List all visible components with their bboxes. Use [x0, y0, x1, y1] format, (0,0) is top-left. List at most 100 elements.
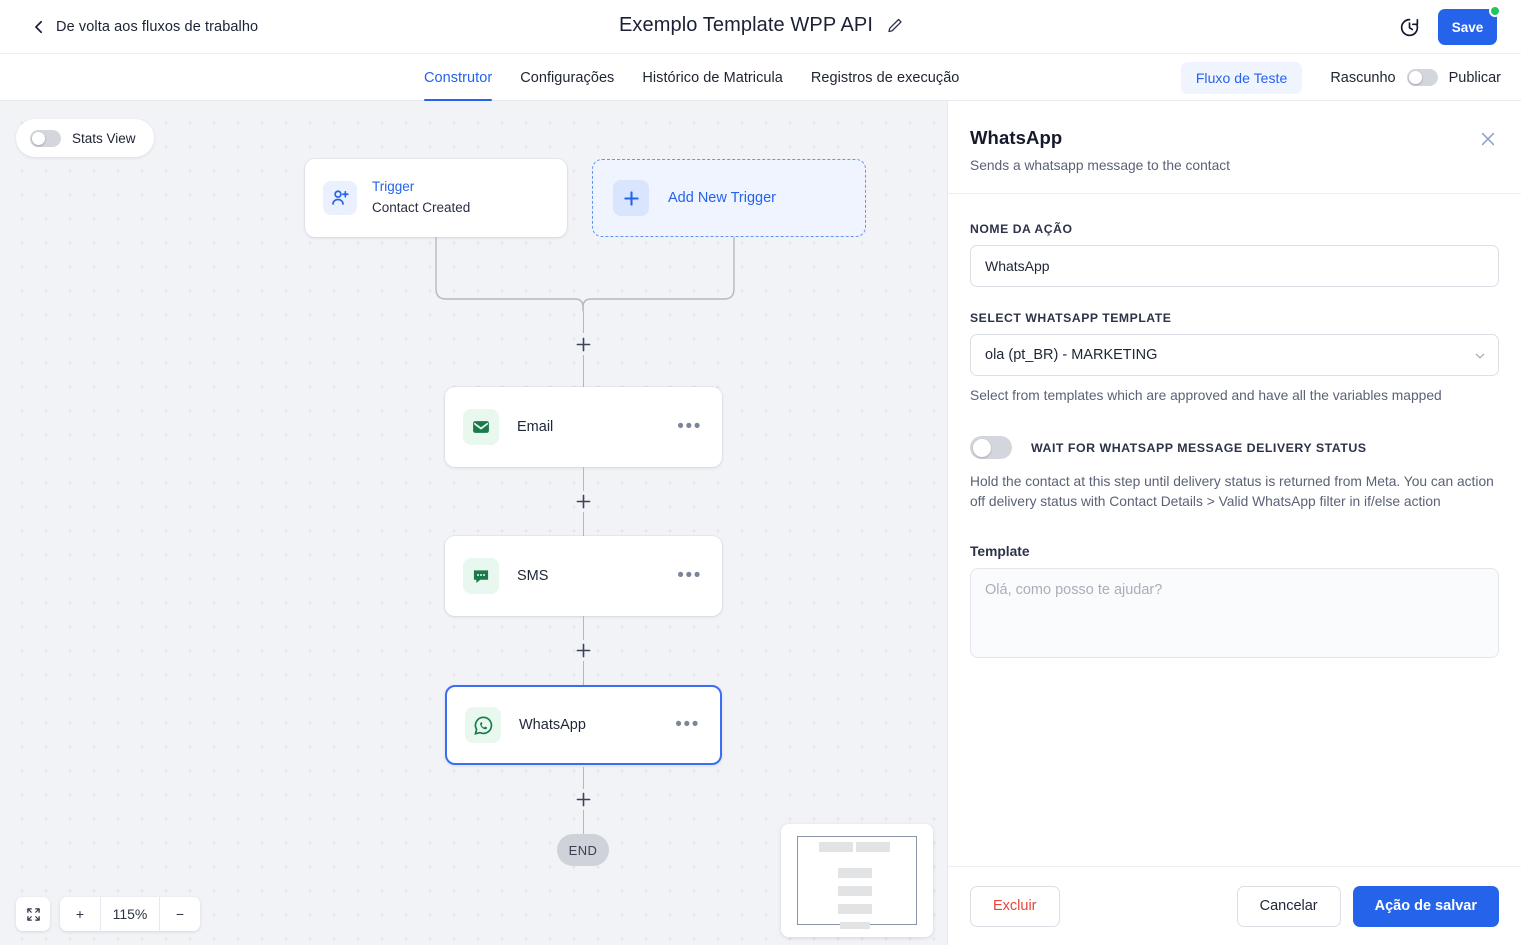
plus-glyph — [623, 190, 639, 206]
toggle-knob — [1408, 71, 1422, 84]
envelope-glyph — [473, 421, 489, 433]
save-action-button[interactable]: Ação de salvar — [1352, 885, 1499, 927]
document-title-group: Exemplo Template WPP API — [619, 14, 902, 37]
save-button[interactable]: Save — [1438, 9, 1497, 45]
trigger-node[interactable]: Trigger Contact Created — [305, 159, 567, 237]
zoom-controls: + 115% − — [16, 897, 200, 931]
delete-button[interactable]: Excluir — [970, 885, 1060, 927]
trigger-subtitle: Contact Created — [372, 200, 471, 215]
save-button-wrap: Save — [1438, 5, 1501, 45]
top-bar-actions: Save — [1399, 0, 1501, 54]
plus-icon — [576, 643, 590, 657]
panel-header: WhatsApp Sends a whatsapp message to the… — [948, 101, 1521, 194]
envelope-icon — [463, 409, 499, 445]
node-whatsapp[interactable]: WhatsApp ••• — [445, 685, 722, 765]
canvas-minimap[interactable] — [781, 824, 933, 937]
test-flow-button[interactable]: Fluxo de Teste — [1180, 61, 1303, 94]
publish-label: Publicar — [1448, 69, 1501, 86]
minimap-node — [856, 842, 890, 852]
end-node: END — [557, 834, 609, 866]
publish-toggle[interactable] — [1406, 69, 1438, 86]
stats-view-switch[interactable] — [30, 129, 61, 147]
close-icon[interactable] — [1479, 130, 1497, 148]
zoom-level-group: + 115% − — [60, 897, 200, 931]
pencil-icon[interactable] — [887, 18, 902, 33]
connector-line — [582, 311, 584, 333]
trigger-title: Trigger — [372, 179, 415, 195]
panel-subtitle: Sends a whatsapp message to the contact — [970, 158, 1231, 173]
node-whatsapp-menu-icon[interactable]: ••• — [675, 714, 700, 736]
panel-title: WhatsApp — [970, 127, 1063, 148]
connector-line — [582, 467, 584, 491]
node-email[interactable]: Email ••• — [445, 387, 722, 467]
chevron-down-icon — [1475, 353, 1485, 359]
trigger-merge-connector — [435, 237, 735, 311]
action-settings-panel: WhatsApp Sends a whatsapp message to the… — [947, 101, 1521, 945]
add-new-trigger-button[interactable]: Add New Trigger — [592, 159, 866, 237]
node-whatsapp-label: WhatsApp — [519, 717, 586, 733]
zoom-in-button[interactable]: + — [75, 906, 85, 922]
tab-registros-execucao[interactable]: Registros de execução — [810, 69, 960, 86]
fit-to-screen-button[interactable] — [16, 897, 50, 931]
template-select-label: SELECT WHATSAPP TEMPLATE — [970, 311, 1172, 325]
action-name-label: NOME DA AÇÃO — [970, 222, 1073, 236]
minimap-node — [838, 904, 872, 914]
connector-line — [582, 512, 584, 536]
node-email-label: Email — [517, 419, 554, 435]
back-label: De volta aos fluxos de trabalho — [56, 18, 259, 35]
node-sms-menu-icon[interactable]: ••• — [677, 565, 702, 587]
whatsapp-icon — [465, 707, 501, 743]
add-step-button-1[interactable] — [572, 333, 594, 355]
node-sms-label: SMS — [517, 568, 549, 584]
user-plus-glyph — [332, 190, 349, 205]
back-to-workflows-link[interactable]: De volta aos fluxos de trabalho — [32, 19, 258, 35]
connector-line — [582, 810, 584, 836]
tab-historico-matricula[interactable]: Histórico de Matricula — [642, 69, 783, 86]
add-step-button-4[interactable] — [572, 788, 594, 810]
minimap-node — [840, 922, 870, 929]
tab-list: Construtor Configurações Histórico de Ma… — [410, 54, 973, 101]
add-step-button-3[interactable] — [572, 639, 594, 661]
whatsapp-template-select[interactable]: ola (pt_BR) - MARKETING — [970, 334, 1499, 376]
template-select-help: Select from templates which are approved… — [970, 388, 1442, 403]
trigger-text: Trigger Contact Created — [372, 177, 470, 219]
connector-line — [582, 616, 584, 640]
add-step-button-2[interactable] — [572, 490, 594, 512]
template-select-wrap: ola (pt_BR) - MARKETING — [970, 334, 1499, 376]
template-field-label: Template — [970, 544, 1030, 559]
tab-construtor[interactable]: Construtor — [410, 54, 506, 101]
wait-delivery-toggle-row: WAIT FOR WHATSAPP MESSAGE DELIVERY STATU… — [970, 436, 1499, 459]
connector-line — [582, 355, 584, 387]
whatsapp-glyph — [473, 715, 492, 735]
add-new-trigger-label: Add New Trigger — [668, 190, 776, 206]
chat-bubble-icon — [463, 558, 499, 594]
tab-bar: Construtor Configurações Histórico de Ma… — [0, 54, 1521, 101]
stats-view-label: Stats View — [72, 130, 136, 146]
node-email-menu-icon[interactable]: ••• — [677, 416, 702, 438]
connector-line — [582, 661, 584, 685]
zoom-level-value: 115% — [100, 897, 160, 931]
cancel-button[interactable]: Cancelar — [1236, 885, 1341, 927]
plus-icon — [576, 337, 590, 351]
unsaved-changes-badge — [1489, 5, 1501, 17]
node-sms[interactable]: SMS ••• — [445, 536, 722, 616]
plus-icon — [576, 792, 590, 806]
template-textarea[interactable] — [970, 568, 1499, 658]
plus-icon — [576, 494, 590, 508]
wait-delivery-toggle[interactable] — [970, 436, 1012, 459]
page-title: Exemplo Template WPP API — [618, 14, 874, 36]
connector-line — [582, 767, 584, 789]
flow-canvas[interactable]: Stats View Trigger Contact Created — [0, 101, 947, 945]
action-name-input[interactable] — [970, 245, 1499, 287]
wait-delivery-label: WAIT FOR WHATSAPP MESSAGE DELIVERY STATU… — [1031, 440, 1367, 455]
clock-history-icon[interactable] — [1399, 17, 1420, 38]
draft-label: Rascunho — [1330, 69, 1396, 86]
publish-toggle-group: Rascunho Publicar — [1330, 69, 1501, 86]
panel-footer: Excluir Cancelar Ação de salvar — [948, 866, 1521, 945]
zoom-out-button[interactable]: − — [175, 906, 185, 922]
tab-bar-actions: Fluxo de Teste Rascunho Publicar — [1180, 54, 1501, 101]
stats-view-toggle[interactable]: Stats View — [16, 119, 154, 157]
tab-configuracoes[interactable]: Configurações — [520, 69, 615, 86]
minimap-node — [819, 842, 853, 852]
